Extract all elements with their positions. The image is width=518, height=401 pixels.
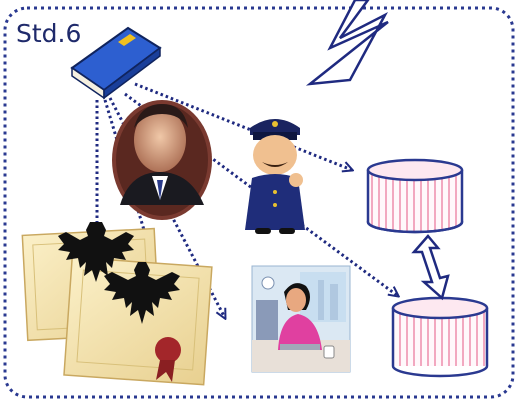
office-worker-icon — [251, 265, 351, 373]
officer-icon — [245, 119, 305, 234]
database-bottom-icon — [391, 296, 489, 378]
portrait-icon — [112, 100, 212, 220]
arrow-book-to-database-top — [134, 82, 352, 170]
dotted-frame — [3, 6, 515, 399]
garuda-emblem-icon — [104, 262, 180, 324]
frame-label: Std.6 — [16, 19, 81, 48]
book-icon — [70, 26, 162, 100]
database-top-icon — [366, 158, 464, 234]
garuda-emblem-icon — [58, 222, 134, 282]
sync-double-arrow-icon — [411, 234, 450, 301]
certificates-icon — [21, 222, 213, 386]
lightning-icon — [305, 0, 389, 86]
wax-seal-icon — [155, 337, 181, 363]
